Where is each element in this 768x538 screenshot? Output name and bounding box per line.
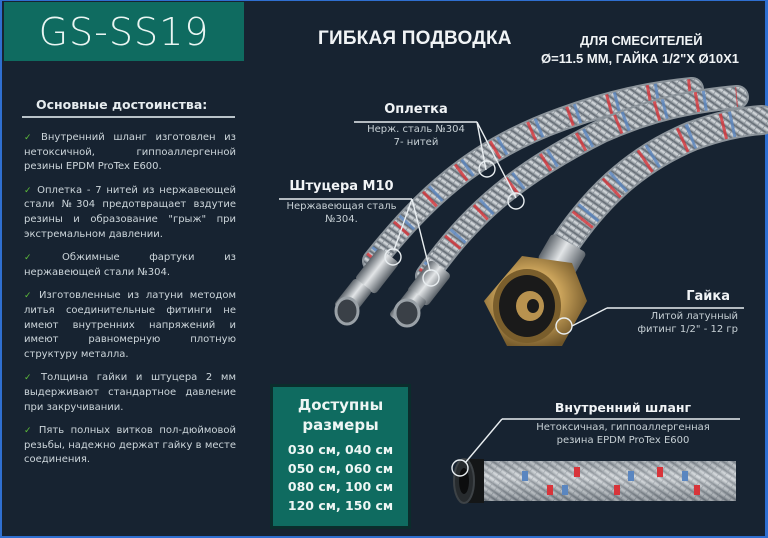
inner-hose-sample	[453, 458, 736, 504]
callout-nut-title: Гайка	[686, 289, 730, 304]
product-subtitle-specs: Ø=11.5 ММ, ГАЙКА 1/2"Х Ø10Х1	[541, 51, 739, 66]
callout-nipples-title: Штуцера М10	[289, 179, 394, 194]
callout-nut: Гайка Литой латунный фитинг 1/2" - 12 гр	[610, 288, 744, 336]
callout-nipples-line1: Нержавеющая сталь	[286, 201, 397, 212]
check-icon: ✓	[24, 133, 37, 143]
size-row: 120 см, 150 см	[287, 497, 394, 513]
callout-inner-hose-title: Внутренний шланг	[554, 400, 692, 415]
brass-nut	[484, 234, 587, 346]
feature-item: ✓Внутренний шланг изготовлен из нетоксич…	[24, 132, 236, 173]
features-list: ✓Внутренний шланг изготовлен из нетоксич…	[24, 131, 236, 477]
callout-inner-hose-line2: резина EPDM ProTex E600	[556, 435, 690, 446]
features-heading: Основные достоинства:	[36, 97, 208, 112]
model-badge: GS-SS19	[4, 2, 244, 61]
sizes-title-line2: размеры	[302, 416, 379, 434]
nipple-fitting-2	[390, 260, 450, 328]
size-row: 030 см, 040 см	[287, 442, 394, 457]
size-row: 080 см, 100 см	[287, 479, 394, 494]
model-number: GS-SS19	[38, 9, 210, 54]
callout-nipples-line2: №304.	[325, 214, 358, 225]
check-icon: ✓	[24, 253, 58, 264]
callout-braid: Оплетка Нерж. сталь №304 7- нитей	[354, 101, 478, 149]
check-icon: ✓	[24, 185, 34, 196]
nipple-fitting-1	[334, 248, 398, 326]
feature-item: ✓Толщина гайки и штуцера 2 мм выдерживаю…	[24, 372, 236, 413]
sizes-title-line1: Доступны	[297, 396, 384, 414]
callout-nipples: Штуцера М10 Нержавеющая сталь №304.	[274, 178, 409, 226]
features-divider	[22, 116, 235, 118]
feature-item: ✓Пять полных витков пол-дюймовой резьбы,…	[24, 425, 236, 466]
callout-inner-hose-line1: Нетоксичная, гиппоаллергенная	[536, 422, 710, 433]
callout-inner-hose: Внутренний шланг Нетоксичная, гиппоаллер…	[510, 399, 736, 447]
feature-item: ✓Обжимные фартуки из нержавеющей стали №…	[24, 252, 236, 278]
size-row: 050 см, 060 см	[287, 460, 394, 476]
product-subtitle-purpose: ДЛЯ СМЕСИТЕЛЕЙ	[580, 33, 703, 48]
callout-braid-title: Оплетка	[384, 102, 448, 117]
available-sizes-box: Доступны размеры 030 см, 040 см 050 см, …	[270, 384, 411, 529]
check-icon: ✓	[24, 426, 35, 437]
check-icon: ✓	[24, 291, 36, 302]
callout-braid-line2: 7- нитей	[393, 137, 439, 148]
callout-nut-line2: фитинг 1/2" - 12 гр	[637, 324, 738, 335]
callout-braid-line1: Нерж. сталь №304	[367, 124, 465, 135]
hose-3	[542, 105, 768, 271]
callout-nut-line1: Литой латунный	[650, 311, 738, 322]
feature-item: ✓Оплетка - 7 нитей из нержавеющей стали …	[24, 184, 236, 240]
sizes-list: 030 см, 040 см 050 см, 060 см 080 см, 10…	[273, 441, 408, 515]
feature-item: ✓Изготовленные из латуни методом литья с…	[24, 290, 237, 360]
check-icon: ✓	[24, 373, 37, 384]
product-title: ГИБКАЯ ПОДВОДКА	[318, 28, 512, 49]
